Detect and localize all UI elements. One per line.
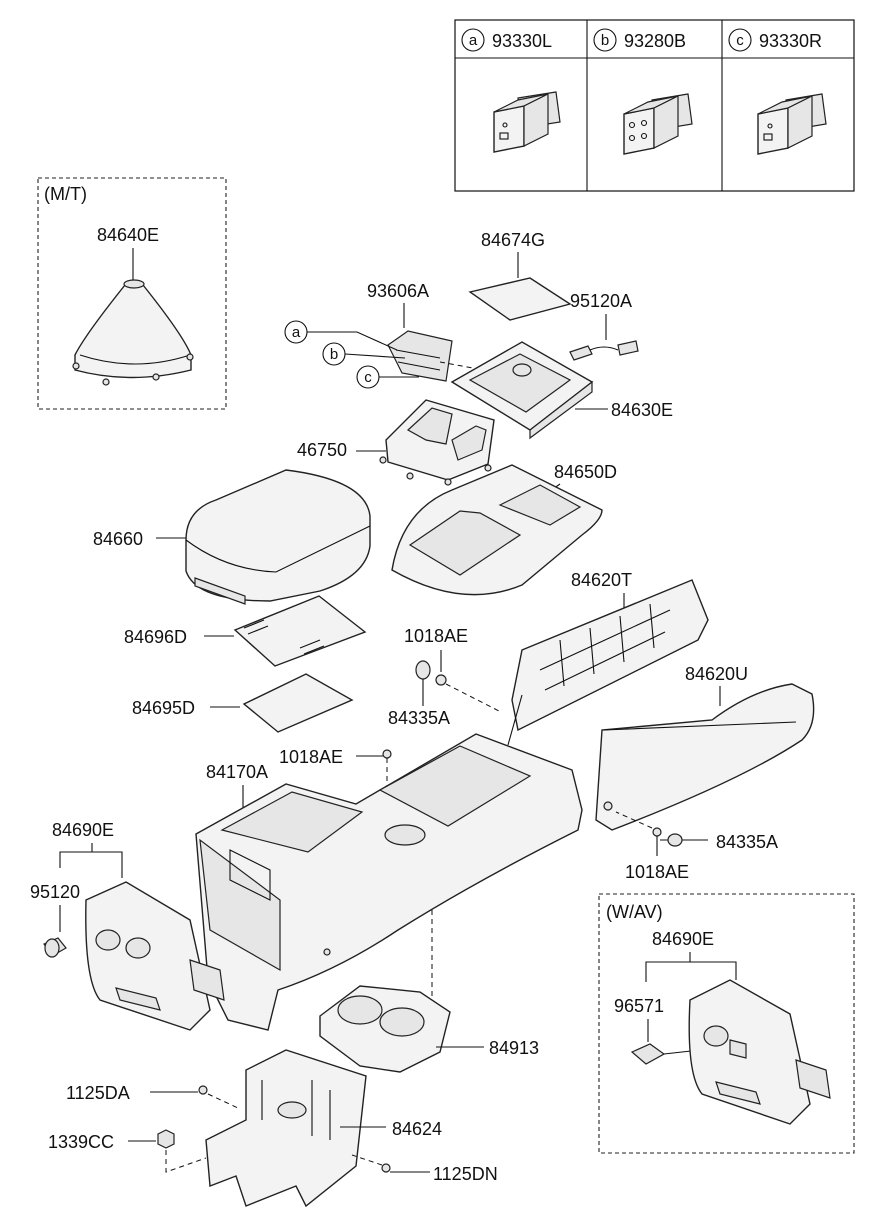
label-1125DN: 1125DN: [433, 1164, 498, 1184]
screw-1125DN: [381, 1163, 391, 1173]
switch-b-letter: b: [601, 32, 609, 49]
switch-a-icon: [493, 91, 561, 153]
callout-a-letter: a: [292, 324, 301, 341]
cable-95120A: [569, 340, 639, 361]
rear-panel-84690E-av: [688, 979, 831, 1125]
screw-1018AE-b: [382, 749, 392, 759]
screw-1018AE-c: [652, 827, 662, 837]
label-93606A: 93606A: [367, 281, 429, 301]
label-46750: 46750: [297, 440, 347, 460]
label-95120: 95120: [30, 882, 80, 902]
rear-panel-84690E: [85, 881, 225, 1031]
switch-b-part: 93280B: [624, 31, 686, 51]
screw-1125DA: [198, 1085, 208, 1095]
main-console-84170A: [195, 733, 583, 1031]
label-84335A-b: 84335A: [716, 832, 778, 852]
clip-84335A-a: [415, 660, 431, 680]
switch-c-part: 93330R: [759, 31, 822, 51]
side-cover-84620T: [507, 579, 709, 746]
label-84624: 84624: [392, 1119, 442, 1139]
label-84620T: 84620T: [571, 570, 632, 590]
switch-table: a 93330L b 93280B c 93330R: [454, 19, 855, 192]
label-1339CC: 1339CC: [48, 1132, 114, 1152]
switch-a-part: 93330L: [492, 31, 552, 51]
av-title: (W/AV): [606, 902, 663, 922]
console-upper-84630E: [450, 341, 594, 440]
label-84630E: 84630E: [611, 400, 673, 420]
socket-95120: [43, 937, 67, 958]
switch-b-icon: [623, 93, 693, 155]
shifter-cover-46750: [379, 399, 495, 486]
label-84690E: 84690E: [52, 820, 114, 840]
callout-c-letter: c: [364, 369, 372, 386]
label-1018AE-c: 1018AE: [625, 862, 689, 882]
label-95120A: 95120A: [570, 291, 632, 311]
callout-b-letter: b: [330, 346, 338, 363]
side-cover-84620U: [595, 683, 815, 831]
switch-c-letter: c: [736, 32, 744, 49]
label-84620U: 84620U: [685, 664, 748, 684]
label-84913: 84913: [489, 1038, 539, 1058]
cup-holder-84913: [319, 985, 451, 1073]
tray-84696D: [233, 595, 367, 667]
tray-mat-84674G: [468, 277, 572, 321]
mat-84695D: [242, 673, 354, 733]
label-84650D: 84650D: [554, 462, 617, 482]
label-84696D: 84696D: [124, 627, 187, 647]
label-84674G: 84674G: [481, 230, 545, 250]
mt-box: (M/T) 84640E: [37, 177, 227, 410]
label-1018AE-a: 1018AE: [404, 626, 468, 646]
label-96571: 96571: [614, 996, 664, 1016]
av-box: (W/AV) 84690E 96571: [598, 893, 855, 1154]
label-1125DA: 1125DA: [66, 1083, 130, 1103]
label-84660: 84660: [93, 529, 143, 549]
shift-boot-icon: [72, 279, 194, 386]
screw-1018AE-a: [435, 674, 447, 686]
label-84695D: 84695D: [132, 698, 195, 718]
bracket-84624: [205, 1049, 367, 1208]
label-84640E: 84640E: [97, 225, 159, 245]
jack-96571: [630, 1043, 666, 1065]
label-1018AE-b: 1018AE: [279, 747, 343, 767]
label-84335A-a: 84335A: [388, 708, 450, 728]
switch-a-letter: a: [469, 32, 478, 49]
switch-bracket-93606A: [387, 330, 453, 382]
clip-84335A-b: [667, 833, 683, 847]
nut-1339CC: [157, 1129, 175, 1149]
armrest-84660: [185, 469, 371, 605]
mt-title: (M/T): [44, 184, 87, 204]
label-84170A: 84170A: [206, 762, 268, 782]
switch-c-icon: [757, 93, 827, 155]
console-panel-84650D: [391, 464, 603, 596]
label-84690E-av: 84690E: [652, 929, 714, 949]
